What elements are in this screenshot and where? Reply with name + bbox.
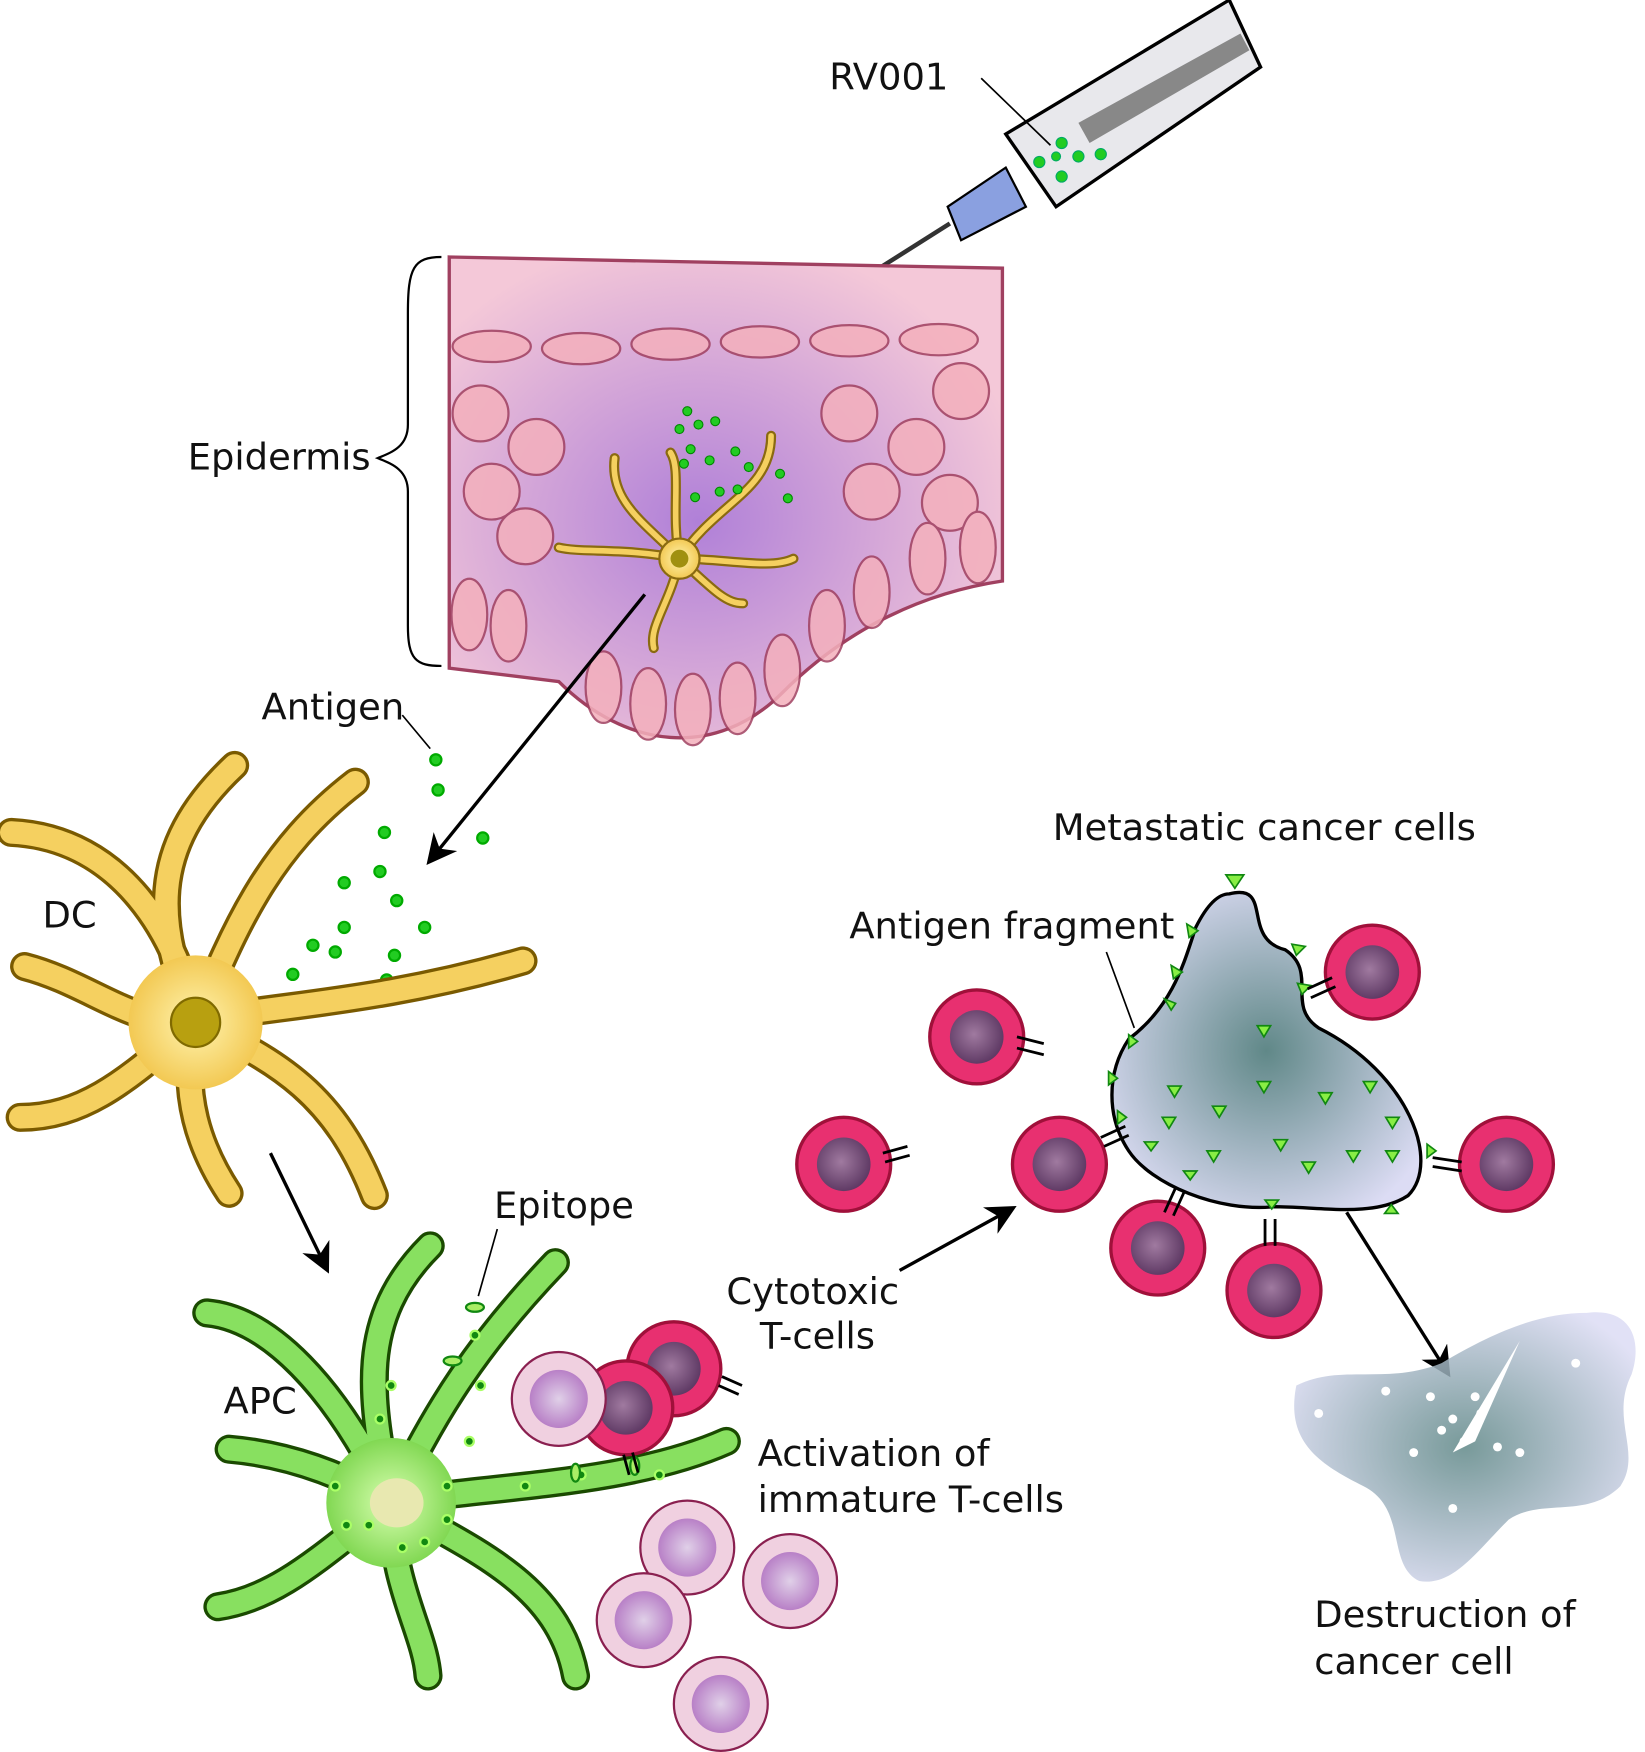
antigen-fragment-label: Antigen fragment [849,905,1174,948]
cytotoxic-label-line2: T-cells [759,1315,875,1358]
epitope-label: Epitope [494,1184,634,1227]
arrow-tissue-to-dc [426,593,647,866]
antigen-presenting-cell [192,1231,741,1691]
epidermis-label: Epidermis [188,435,371,478]
arrow-to-destruction [1345,1211,1451,1378]
arrow-to-cancer [898,1206,1017,1272]
antigen-label: Antigen [262,686,405,729]
dc-label: DC [42,893,96,936]
apc-label: APC [224,1379,297,1422]
activation-label-line2: immature T-cells [758,1478,1064,1521]
arrow-dc-to-apc [268,1152,330,1274]
metastatic-cancer-cell [1107,874,1438,1215]
antigen-particles [286,753,490,994]
t-cells-activation [510,1320,839,1752]
epidermis-tissue [447,255,1005,747]
destruction-label-line1: Destruction of [1314,1593,1576,1636]
metastatic-label: Metastatic cancer cells [1053,806,1476,849]
destruction-label-line2: cancer cell [1314,1640,1513,1683]
activation-label-line1: Activation of [758,1432,991,1475]
cytotoxic-t-cells [795,923,1556,1340]
destroyed-cancer-cell [1294,1312,1636,1582]
cytotoxic-label-line1: Cytotoxic [726,1270,899,1313]
rv001-label: RV001 [829,55,948,98]
epidermis-bracket [374,255,442,668]
dendritic-cell [0,750,538,1211]
